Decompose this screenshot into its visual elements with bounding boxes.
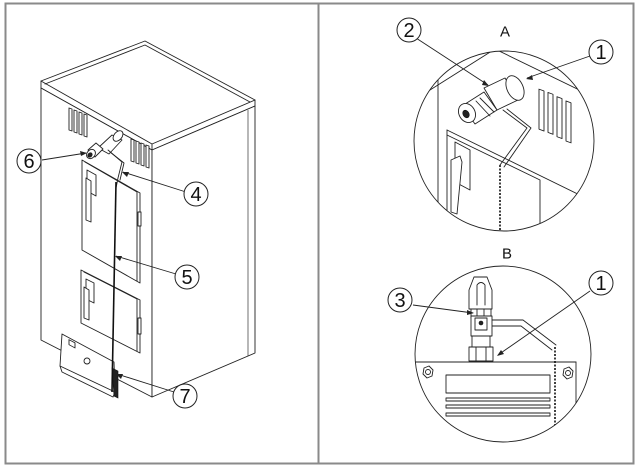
callout-2: 2 xyxy=(396,17,489,86)
upper-door xyxy=(81,159,142,284)
callout-4: 4 xyxy=(122,171,209,207)
callout-number: 7 xyxy=(179,386,190,408)
lower-door xyxy=(80,269,142,354)
callout-3: 3 xyxy=(387,287,474,315)
ash-door-slot xyxy=(445,374,551,394)
callout-number: 1 xyxy=(595,273,606,295)
detail-circle-a xyxy=(413,50,595,232)
ash-pan-door xyxy=(59,333,119,399)
draught-regulator xyxy=(86,130,124,160)
regulator-thread-nut xyxy=(468,346,494,362)
view-label-b: B xyxy=(502,246,512,263)
vent-slots-right xyxy=(130,138,150,169)
callout-number: 2 xyxy=(403,20,414,42)
regulator-chain xyxy=(111,181,117,393)
lower-door-handle xyxy=(83,286,90,321)
boiler-cabinet xyxy=(40,40,256,399)
detail-view-b: B xyxy=(414,246,592,443)
callout-number: 6 xyxy=(23,151,34,173)
callout-1-b: 1 xyxy=(497,270,614,356)
callout-1-a: 1 xyxy=(526,39,614,80)
callout-number: 1 xyxy=(595,42,606,64)
detail-view-a: A xyxy=(413,24,595,232)
callout-5: 5 xyxy=(115,255,200,290)
vent-slots-left xyxy=(68,107,88,138)
cabinet-side xyxy=(151,105,256,398)
callout-number: 5 xyxy=(181,267,192,289)
callout-number: 3 xyxy=(394,290,405,312)
callout-7: 7 xyxy=(116,373,198,409)
detail-circle-b xyxy=(414,265,592,443)
regulator-knob-b xyxy=(468,276,493,310)
callout-6: 6 xyxy=(16,148,87,174)
callout-number: 4 xyxy=(190,184,201,206)
view-label-a: A xyxy=(500,24,510,41)
door-handle xyxy=(85,177,92,223)
